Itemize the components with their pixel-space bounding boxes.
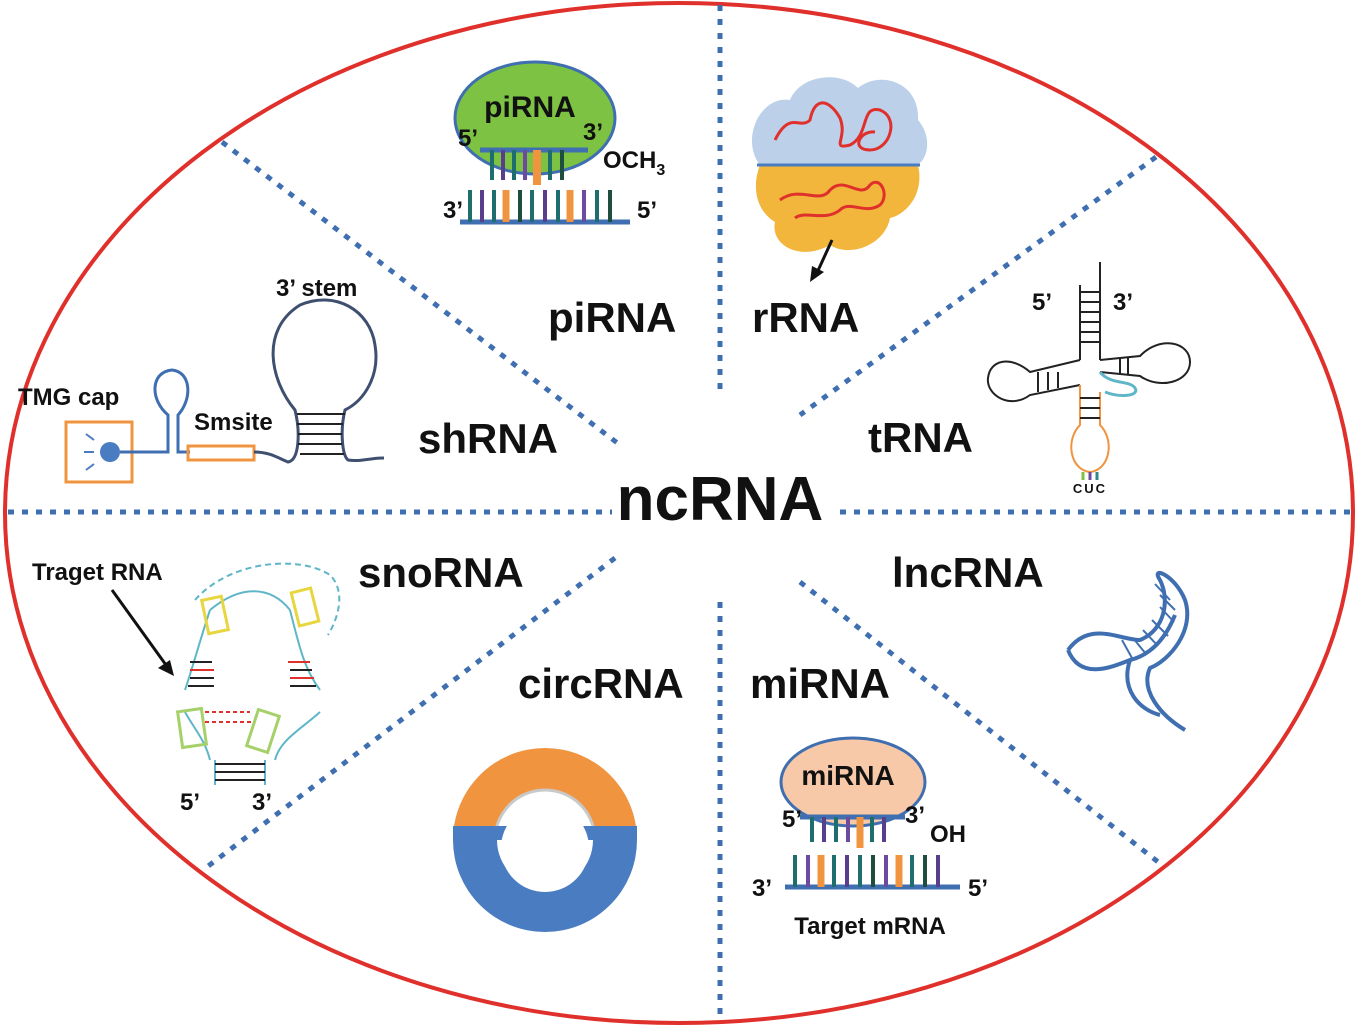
snorna-label: snoRNA	[358, 549, 524, 596]
sector-circrna: circRNA	[453, 660, 684, 932]
snorna-five: 5’	[180, 789, 200, 816]
lncrna-helix-stripes	[1121, 583, 1176, 659]
snorna-three: 3’	[252, 789, 272, 816]
sector-snorna: snoRNA Traget RNA	[32, 549, 524, 816]
trna-anticodon-bases	[1080, 397, 1100, 480]
shrna-cap-rays	[84, 433, 95, 471]
circrna-hole	[501, 804, 589, 892]
trna-variable-loop	[1098, 370, 1138, 397]
snorna-target-label: Traget RNA	[32, 559, 163, 586]
sector-lncrna: lncRNA	[892, 549, 1190, 732]
trna-cloverleaf	[986, 262, 1192, 403]
snorna-box-c	[199, 594, 231, 636]
snorna-box-d-prime	[289, 586, 321, 628]
rrna-strand-top	[773, 101, 893, 152]
pirna-five-top: 5’	[458, 125, 478, 152]
mirna-target-bases	[793, 855, 940, 887]
rrna-label: rRNA	[752, 294, 859, 341]
sector-shrna: shRNA 3’ stem TMG cap Smsite	[18, 275, 558, 484]
trna-label: tRNA	[868, 414, 973, 461]
trna-five: 5’	[1032, 289, 1052, 316]
ribosome-small-subunit	[755, 165, 920, 252]
mirna-badge: miRNA	[801, 760, 894, 791]
mirna-three-bottom: 3’	[752, 875, 772, 902]
rrna-arrow	[814, 239, 834, 276]
shrna-backbone	[120, 368, 190, 454]
sector-mirna: miRNA miRNA 5’ 3’	[750, 660, 988, 940]
pirna-five-bottom: 5’	[637, 197, 657, 224]
shrna-stem-label: 3’ stem	[276, 275, 357, 302]
mirna-target-label: Target mRNA	[794, 913, 946, 940]
divider-upper-right	[798, 154, 1158, 418]
pirna-badge: piRNA	[484, 91, 576, 124]
sector-rrna: rRNA	[751, 77, 928, 341]
snorna-body	[184, 590, 321, 785]
shrna-hairpin	[253, 298, 385, 464]
snorna-box-c-prime	[175, 706, 209, 750]
pirna-guide-bases	[490, 150, 564, 185]
pirna-three-bottom: 3’	[443, 197, 463, 224]
circrna-label: circRNA	[518, 660, 684, 707]
snorna-target-strand	[194, 562, 341, 636]
shrna-cap-label: TMG cap	[18, 384, 119, 411]
pirna-methyl: OCH3	[603, 147, 665, 179]
snorna-arrow-head	[158, 660, 174, 676]
snorna-guide-pairs	[188, 661, 316, 781]
mirna-five-bottom: 5’	[968, 875, 988, 902]
snorna-arrow	[110, 589, 168, 666]
shrna-stem-pairs	[297, 413, 345, 455]
divider-lower-left	[201, 556, 617, 872]
mirna-label: miRNA	[750, 660, 890, 707]
lncrna-helix	[1066, 571, 1190, 732]
sector-pirna: piRNA piRNA 5’ 3’	[443, 60, 676, 341]
lncrna-label: lncRNA	[892, 549, 1044, 596]
pirna-label: piRNA	[548, 294, 676, 341]
shrna-smsite-label: Smsite	[194, 409, 273, 436]
mirna-oh: OH	[930, 821, 966, 848]
mirna-protein-blob	[779, 736, 927, 828]
mirna-five-top: 5’	[782, 806, 802, 833]
trna-three: 3’	[1113, 289, 1133, 316]
mirna-three-top: 3’	[905, 802, 925, 829]
sector-trna: tRNA 5’ 3’	[868, 262, 1192, 496]
rrna-strand-bottom	[779, 181, 886, 220]
divider-lower-right	[798, 580, 1164, 867]
shrna-cap-dot	[100, 442, 120, 462]
rrna-arrow-head	[810, 266, 824, 282]
sector-dividers	[8, 5, 1352, 1022]
pirna-target-bases	[468, 190, 612, 222]
mirna-guide-bases	[810, 817, 886, 848]
snorna-box-d	[244, 707, 282, 755]
trna-anticodon: CUC	[1073, 481, 1107, 496]
shrna-label: shRNA	[418, 415, 558, 462]
center-label: ncRNA	[617, 465, 824, 534]
pirna-three-top: 3’	[583, 119, 603, 146]
